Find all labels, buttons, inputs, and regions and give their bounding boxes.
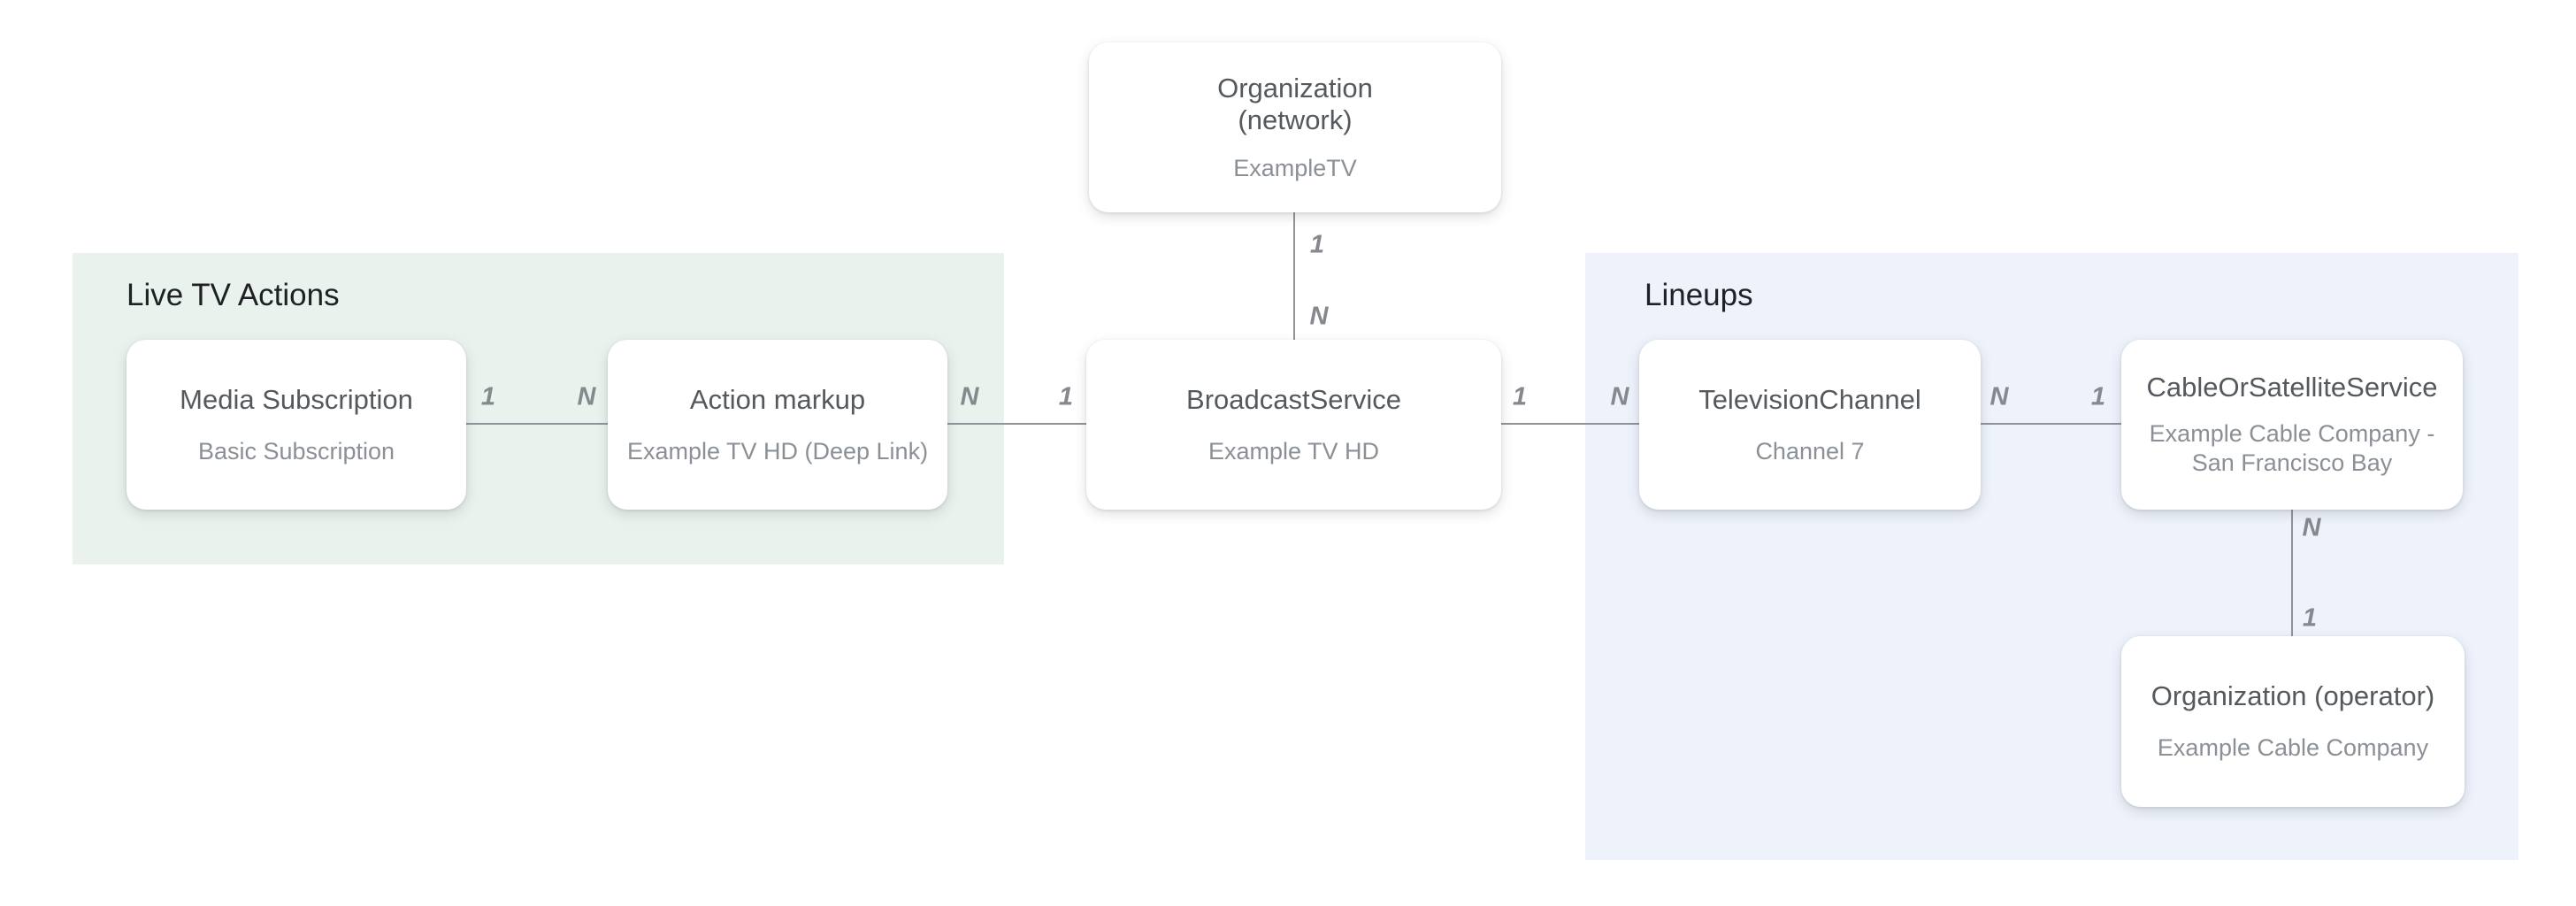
cardinality-label: 1 xyxy=(1309,230,1325,259)
cardinality-label: 1 xyxy=(1058,382,1074,411)
node-title: Action markup xyxy=(689,383,866,415)
node-title: Organization (network) xyxy=(1217,72,1373,135)
node-org-network: Organization (network) ExampleTV xyxy=(1089,42,1501,212)
edge-television-channel-cable-or-satellite-service xyxy=(1981,423,2121,425)
cardinality-label: N xyxy=(1990,382,2009,411)
node-title: CableOrSatelliteService xyxy=(2146,372,2438,403)
edge-broadcast-service-television-channel xyxy=(1501,423,1639,425)
edge-action-markup-broadcast-service xyxy=(947,423,1086,425)
edge-cable-or-satellite-service-org-operator xyxy=(2291,510,2293,637)
cardinality-label: N xyxy=(2302,513,2321,542)
cardinality-label: N xyxy=(1610,382,1629,411)
cardinality-label: 1 xyxy=(2302,603,2318,633)
cardinality-label: N xyxy=(1309,302,1329,331)
cardinality-label: 1 xyxy=(1512,382,1528,411)
node-broadcast-service: BroadcastService Example TV HD xyxy=(1086,340,1501,510)
node-org-operator: Organization (operator) Example Cable Co… xyxy=(2121,636,2465,807)
node-subtitle: Basic Subscription xyxy=(197,437,395,465)
node-subtitle: ExampleTV xyxy=(1233,154,1357,181)
node-title: Organization (operator) xyxy=(2150,680,2435,711)
node-cable-or-satellite-service: CableOrSatelliteService Example Cable Co… xyxy=(2121,340,2463,510)
node-title: BroadcastService xyxy=(1186,383,1401,415)
cardinality-label: 1 xyxy=(480,382,496,411)
region-title-live-tv-actions: Live TV Actions xyxy=(126,278,340,312)
node-title: TelevisionChannel xyxy=(1698,383,1921,415)
cardinality-label: N xyxy=(577,382,596,411)
node-subtitle: Example TV HD xyxy=(1208,437,1380,465)
node-title: Media Subscription xyxy=(180,383,413,415)
node-media-subscription: Media Subscription Basic Subscription xyxy=(126,340,466,510)
cardinality-label: 1 xyxy=(2090,382,2106,411)
node-action-markup: Action markup Example TV HD (Deep Link) xyxy=(608,340,947,510)
node-subtitle: Example Cable Company - San Francisco Ba… xyxy=(2149,420,2435,476)
node-television-channel: TelevisionChannel Channel 7 xyxy=(1639,340,1981,510)
region-title-lineups: Lineups xyxy=(1644,278,1753,312)
edge-media-subscription-action-markup xyxy=(466,423,608,425)
edge-org-network-broadcast-service xyxy=(1293,212,1295,340)
node-subtitle: Example TV HD (Deep Link) xyxy=(626,437,929,465)
cardinality-label: N xyxy=(960,382,979,411)
node-subtitle: Channel 7 xyxy=(1755,437,1865,465)
node-subtitle: Example Cable Company xyxy=(2157,734,2429,761)
